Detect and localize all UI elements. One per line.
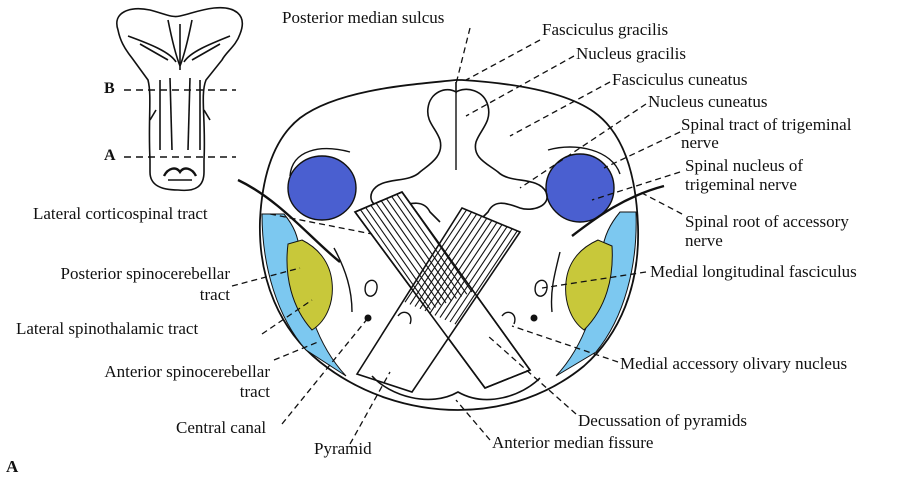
medial-accessory-olivary-nuclei: [364, 279, 548, 325]
hatch-line: [429, 208, 520, 314]
hatch-line: [439, 208, 520, 318]
inset-brainstem: [116, 6, 243, 192]
posterior-spinocerebellar-tract-right: [565, 239, 613, 331]
label-posterior-median-sulcus: Posterior median sulcus: [282, 8, 445, 27]
label-nucleus-gracilis: Nucleus gracilis: [576, 44, 686, 63]
label-spinal-root-accessory-line2: nerve: [685, 231, 723, 250]
label-medial-longitudinal-fasciculus: Medial longitudinal fasciculus: [650, 262, 857, 281]
label-anterior-spinocerebellar-line2: tract: [239, 382, 270, 401]
hatch-line: [449, 208, 520, 323]
label-spinal-tract-trigeminal-line1: Spinal tract of trigeminal: [681, 115, 852, 134]
nerve-root-lines: [237, 178, 665, 263]
spinal-nucleus-trigeminal-left: [287, 155, 357, 221]
label-fasciculus-gracilis: Fasciculus gracilis: [542, 20, 669, 39]
hatch-line: [355, 192, 473, 293]
label-spinal-root-accessory-line1: Spinal root of accessory: [685, 212, 849, 231]
label-central-canal: Central canal: [176, 418, 267, 437]
inset-level-b-label: B: [104, 80, 115, 97]
label-lateral-spinothalamic-tract: Lateral spinothalamic tract: [16, 319, 199, 338]
anterior-spinocerebellar-tract-right: [555, 211, 637, 377]
inset-level-lines: [124, 89, 236, 158]
label-lateral-corticospinal-tract: Lateral corticospinal tract: [33, 204, 208, 223]
label-pyramid: Pyramid: [314, 439, 372, 458]
pyramids-decussation: [353, 191, 532, 393]
posterior-spinocerebellar-tract-left: [286, 239, 333, 331]
pyramid-base: [371, 375, 541, 401]
label-medial-accessory-olivary-nucleus: Medial accessory olivary nucleus: [620, 354, 848, 373]
hatch-line: [419, 208, 520, 310]
label-spinal-nucleus-trigeminal-line1: Spinal nucleus of: [685, 156, 804, 175]
label-anterior-spinocerebellar-line1: Anterior spinocerebellar: [104, 362, 270, 381]
label-posterior-spinocerebellar-line1: Posterior spinocerebellar: [60, 264, 230, 283]
inset-level-a-label: A: [104, 147, 116, 164]
spinal-nucleus-trigeminal-right: [545, 153, 615, 223]
leader-lines: [231, 27, 683, 445]
hatch-line: [404, 208, 520, 303]
central-canal-dot-right: [530, 314, 538, 322]
label-fasciculus-cuneatus: Fasciculus cuneatus: [612, 70, 748, 89]
figure-letter: A: [6, 457, 19, 476]
label-nucleus-cuneatus: Nucleus cuneatus: [648, 92, 768, 111]
label-posterior-spinocerebellar-line2: tract: [199, 285, 230, 304]
label-decussation-of-pyramids: Decussation of pyramids: [578, 411, 748, 430]
hatch-line: [444, 208, 520, 321]
hatch-line: [434, 208, 520, 316]
label-spinal-nucleus-trigeminal-line2: trigeminal nerve: [685, 175, 797, 194]
hatch-line: [424, 208, 520, 312]
hatch-line: [414, 208, 520, 307]
label-spinal-tract-trigeminal-line2: nerve: [681, 133, 719, 152]
label-anterior-median-fissure: Anterior median fissure: [492, 433, 654, 452]
hatch-line: [409, 208, 520, 305]
